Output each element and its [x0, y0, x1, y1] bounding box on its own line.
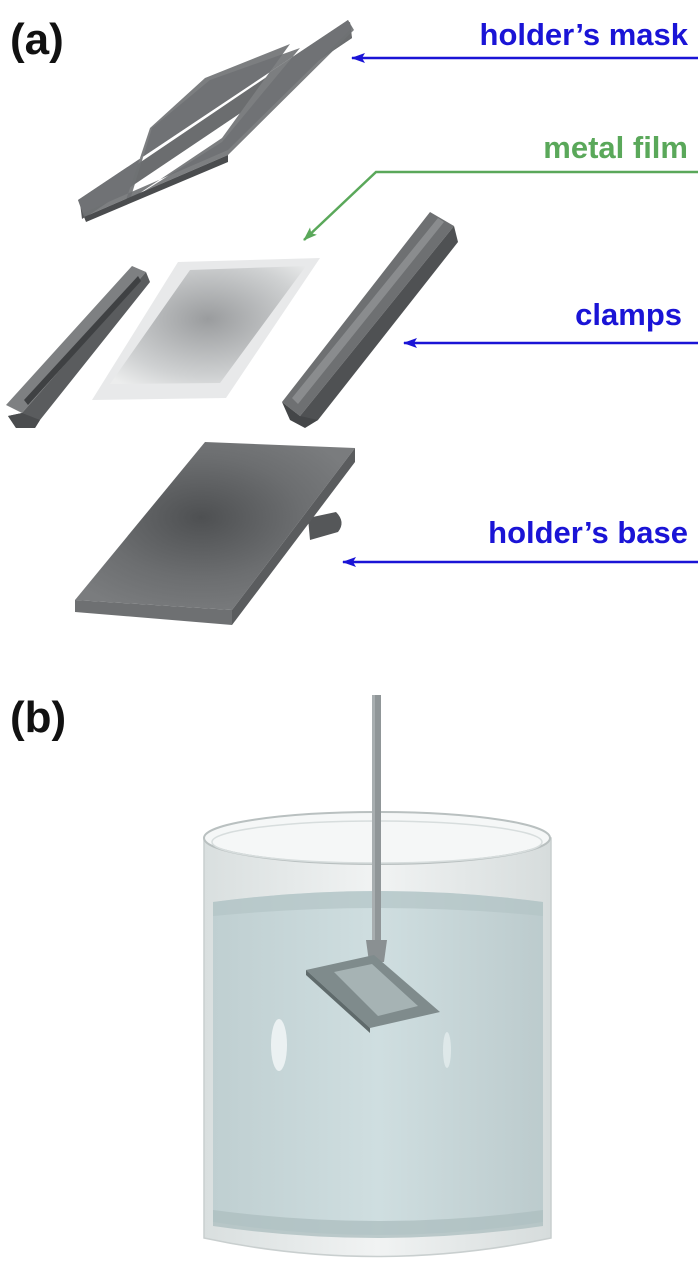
metal-film-arrow [303, 170, 698, 241]
metal-film-label: metal film [543, 130, 688, 165]
liquid [213, 891, 543, 1235]
left-clamp-part [6, 266, 150, 428]
metal-film-part [92, 258, 320, 400]
clamps-label: clamps [575, 297, 682, 332]
holders-base-label: holder’s base [488, 515, 688, 550]
panel-a-label: (a) [10, 15, 64, 64]
holders-base-part [75, 442, 355, 625]
immersed-holder [306, 695, 440, 1033]
right-clamp-part [282, 212, 458, 428]
holders-mask-part [78, 20, 354, 222]
holders-mask-label: holder’s mask [480, 17, 689, 52]
panel-b-label: (b) [10, 693, 66, 742]
holder-rod [372, 695, 381, 963]
